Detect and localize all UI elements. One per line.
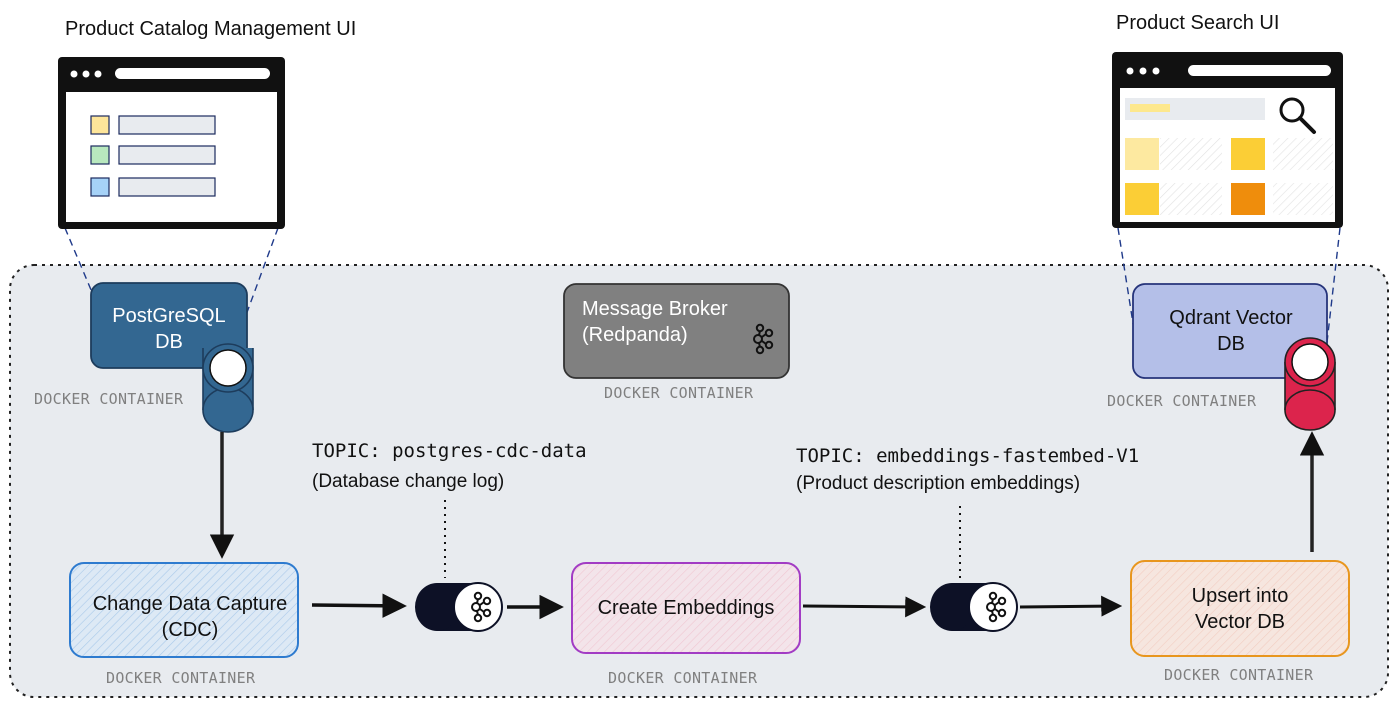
arrow-cdc-to-topic1: [311, 593, 407, 619]
topic2-cylinder: [930, 582, 1018, 632]
topic1-name: TOPIC: postgres-cdc-data: [312, 440, 587, 462]
qdrant-label-line1: Qdrant Vector: [1169, 307, 1293, 329]
upsert-label: Upsert into Vector DB: [1131, 583, 1349, 635]
cdc-container-label: DOCKER CONTAINER: [106, 669, 256, 687]
docker-region: [9, 264, 1389, 698]
upsert-label-line2: Vector DB: [1194, 611, 1286, 633]
cdc-box: [69, 562, 299, 658]
qdrant-box: [1132, 283, 1328, 379]
search-ui-link-left: [1117, 227, 1139, 356]
cdc-label-line2: (CDC): [161, 619, 219, 641]
postgres-label-line2: DB: [155, 331, 183, 353]
search-ui-window: [1112, 52, 1343, 228]
qdrant-cylinder: [1284, 337, 1336, 431]
upsert-box: [1130, 560, 1350, 657]
qdrant-container-label: DOCKER CONTAINER: [1107, 392, 1257, 410]
cdc-label-line1: Change Data Capture: [92, 593, 288, 615]
upsert-container-label: DOCKER CONTAINER: [1164, 666, 1314, 684]
embeddings-container-label: DOCKER CONTAINER: [608, 669, 758, 687]
broker-box: [563, 283, 790, 379]
broker-label-line2: (Redpanda): [582, 324, 688, 346]
embeddings-box: [571, 562, 801, 654]
search-ui-title: Product Search UI: [1116, 12, 1280, 34]
postgres-label-line1: PostGreSQL: [112, 305, 226, 327]
topic1-description: (Database change log): [312, 471, 505, 492]
qdrant-label: Qdrant Vector DB: [1145, 305, 1317, 357]
upsert-label-line1: Upsert into: [1191, 585, 1289, 607]
qdrant-label-line2: DB: [1217, 333, 1245, 355]
postgres-label: PostGreSQL DB: [91, 303, 247, 355]
catalog-ui-window: [58, 57, 285, 229]
topic1-cylinder: [415, 582, 503, 632]
broker-label: Message Broker (Redpanda): [582, 296, 728, 348]
embeddings-label: Create Embeddings: [597, 597, 775, 619]
catalog-ui-title: Product Catalog Management UI: [65, 18, 357, 40]
broker-label-line1: Message Broker: [582, 298, 728, 320]
catalog-ui-link-right: [234, 227, 279, 346]
arrow-embeddings-to-topic2: [802, 596, 927, 618]
cdc-label: Change Data Capture (CDC): [70, 591, 310, 643]
magnifier-icon: [1279, 97, 1316, 134]
postgres-cylinder: [202, 343, 254, 433]
postgres-box: [90, 282, 248, 369]
postgres-container-label: DOCKER CONTAINER: [34, 390, 184, 408]
topic2-description: (Product description embeddings): [796, 473, 1081, 494]
topic2-name: TOPIC: embeddings-fastembed-V1: [796, 445, 1140, 467]
arrow-topic2-to-upsert: [1019, 595, 1123, 617]
broker-container-label: DOCKER CONTAINER: [604, 384, 754, 402]
